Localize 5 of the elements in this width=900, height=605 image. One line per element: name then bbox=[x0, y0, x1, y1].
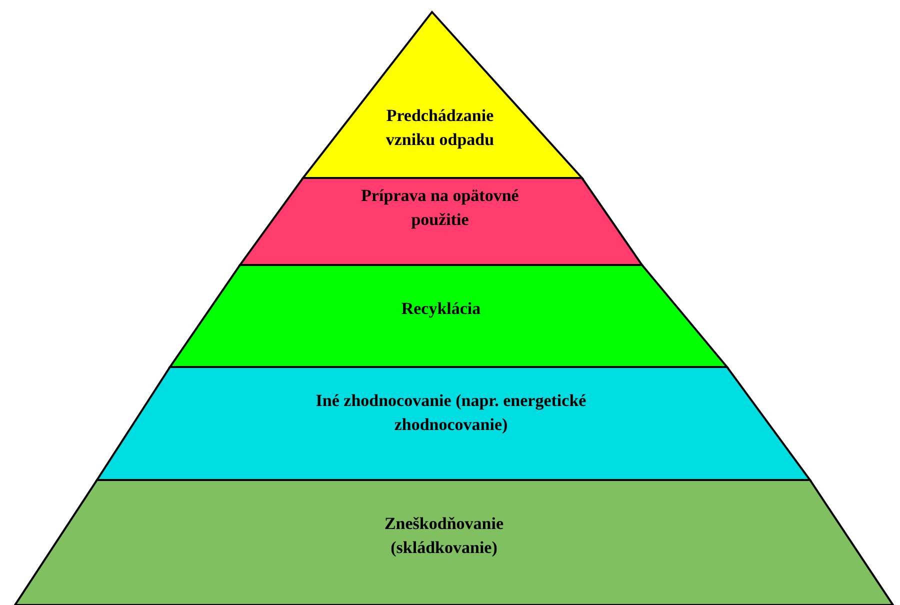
level-label: Predchádzanie vzniku odpadu bbox=[384, 105, 496, 151]
level-label: Recyklácia bbox=[400, 298, 482, 320]
level-label: Iné zhodnocovanie (napr. energetické zhodnocovanie) bbox=[314, 390, 588, 436]
level-label: Zneškodňovanie (skládkovanie) bbox=[383, 513, 505, 559]
level-label: Príprava na opätovné použitie bbox=[360, 185, 520, 231]
